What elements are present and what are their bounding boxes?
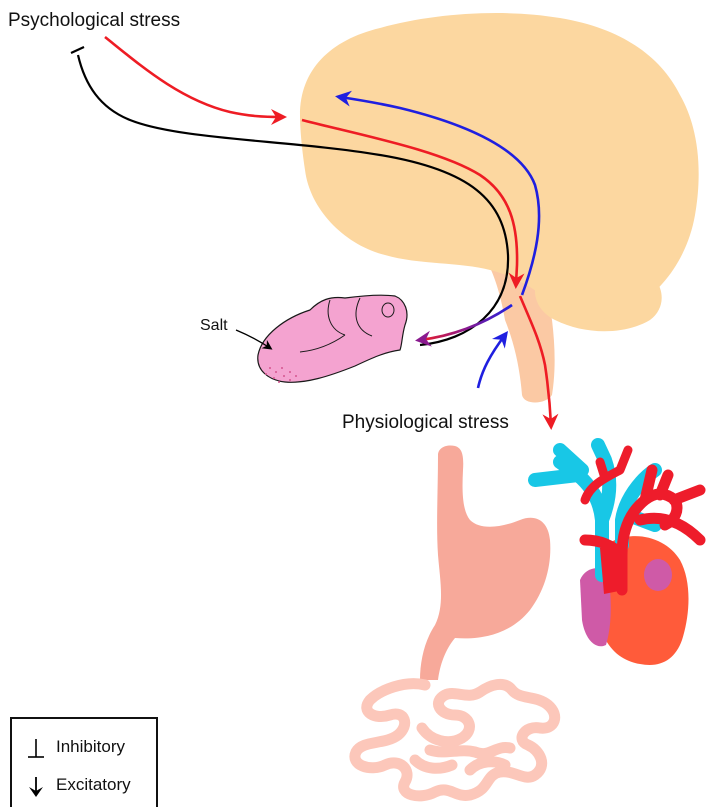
inhibitory-bar-end [71,47,84,53]
physiological-input-arrow [478,335,505,388]
salt-appetite-arrow [420,305,512,340]
excitatory-arrow-icon [26,775,46,799]
legend: Inhibitory Excitatory [10,717,158,807]
salt-label: Salt [200,317,228,335]
physiological-stress-label: Physiological stress [342,412,509,434]
psychological-input-arrow [105,37,282,117]
inhibitory-symbol-icon [26,737,46,761]
legend-excitatory: Excitatory [26,775,146,799]
heart [535,445,700,665]
intestines [355,684,555,796]
psychological-stress-label: Psychological stress [8,10,180,32]
legend-inhibitory-label: Inhibitory [56,737,125,757]
legend-excitatory-label: Excitatory [56,775,131,795]
tongue [258,295,407,383]
legend-inhibitory: Inhibitory [26,737,146,761]
